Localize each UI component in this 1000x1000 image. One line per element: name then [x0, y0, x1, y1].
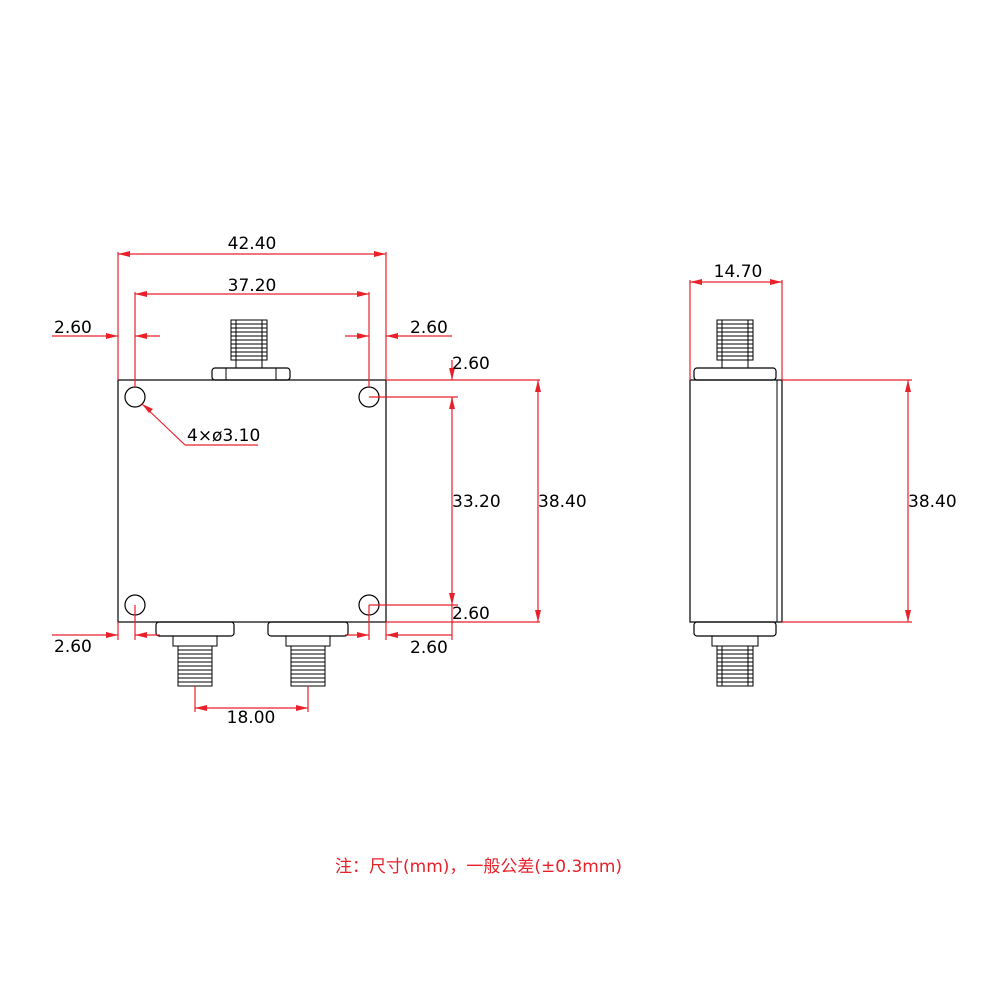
dim-hole-offset-left-label: 2.60: [54, 318, 92, 338]
dim-side-depth: 14.70: [689, 262, 783, 380]
dim-hole-offset-left: 2.60: [52, 318, 160, 339]
dim-hole-pitch-x: 37.20: [134, 276, 370, 387]
dim-hole-offset-right: 2.60: [345, 318, 452, 339]
dim-hole-offset-top: 2.60: [449, 354, 490, 410]
side-bottom-connector: [693, 621, 777, 687]
dim-overall-width: 42.40: [117, 234, 387, 380]
dim-output-spacing: 18.00: [194, 686, 309, 728]
dim-hole-pitch-y-label: 33.20: [452, 492, 501, 512]
dim-hole-offset-right-label: 2.60: [410, 318, 448, 338]
side-view: 14.70 38.40: [689, 262, 957, 687]
side-top-connector: [693, 319, 777, 381]
output-connector-1: [155, 621, 235, 687]
dim-bottom-offset-left-label: 2.60: [54, 637, 92, 657]
dim-hole-pitch-x-label: 37.20: [228, 276, 277, 296]
front-body: [117, 379, 387, 623]
side-body: [689, 379, 783, 623]
dim-bottom-offset-left: 2.60: [52, 632, 160, 657]
hole-callout: 4×ø3.10: [141, 403, 260, 446]
dim-side-height-label: 38.40: [908, 492, 957, 512]
dim-bottom-offset-right: 2.60: [345, 632, 452, 658]
dim-overall-width-label: 42.40: [228, 234, 277, 254]
dim-side-height: 38.40: [782, 379, 957, 623]
dim-output-spacing-label: 18.00: [227, 708, 276, 728]
hole-callout-label: 4×ø3.10: [187, 426, 260, 446]
dim-hole-offset-top-label: 2.60: [452, 354, 490, 374]
dim-side-depth-label: 14.70: [714, 262, 763, 282]
output-connector-2: [267, 621, 349, 687]
front-view: 42.40 37.20 2.60 2.60: [52, 234, 587, 728]
dim-bottom-offset-right-label: 2.60: [410, 638, 448, 658]
dim-hole-offset-bottom-right-label: 2.60: [452, 604, 490, 624]
input-connector: [211, 319, 291, 381]
dim-overall-height-label: 38.40: [538, 492, 587, 512]
dim-overall-height: 38.40: [535, 380, 587, 622]
dim-hole-offset-bottom-right: 2.60: [451, 604, 490, 640]
tolerance-note: 注：尺寸(mm)，一般公差(±0.3mm): [335, 857, 622, 877]
dim-hole-pitch-y: 33.20: [449, 397, 501, 605]
